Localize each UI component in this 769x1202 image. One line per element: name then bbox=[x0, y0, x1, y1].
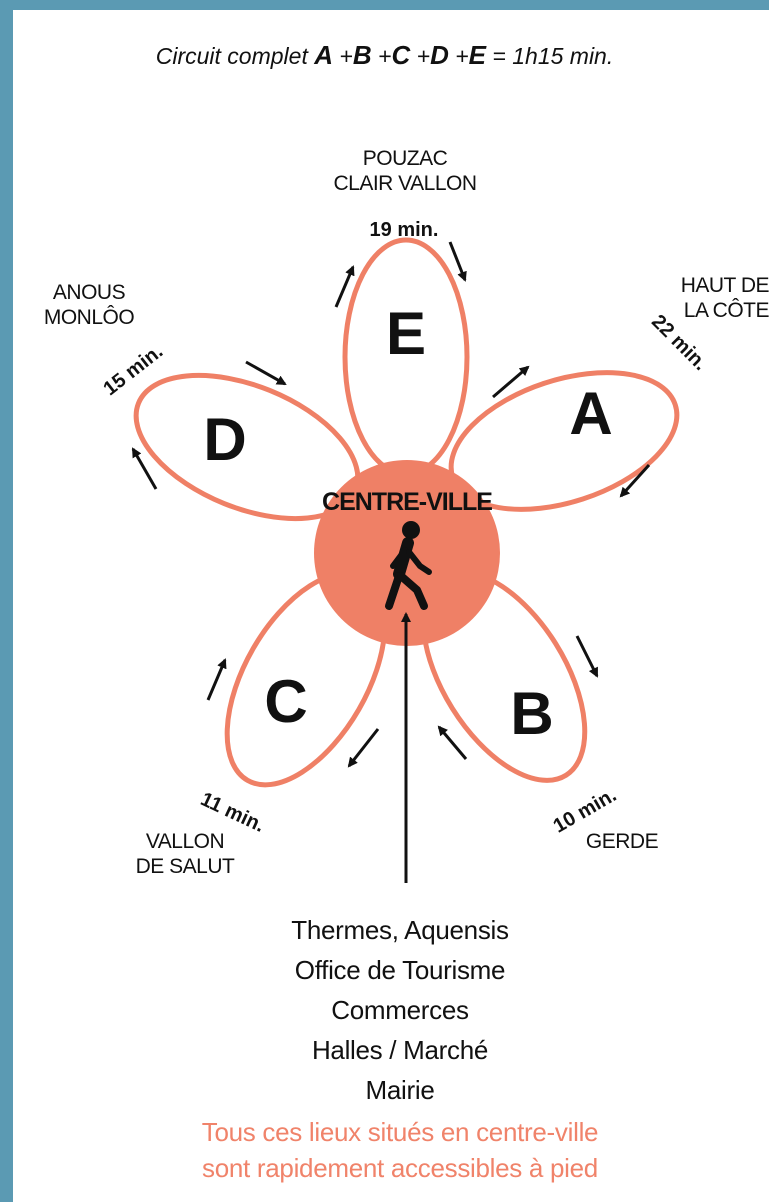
place-b-line-1: GERDE bbox=[585, 830, 659, 853]
place-c-line-1: VALLON bbox=[145, 830, 225, 853]
title-equals: = bbox=[492, 43, 506, 69]
place-d: ANOUS MONLÔO bbox=[24, 280, 154, 330]
destination-halles: Halles / Marché bbox=[311, 1035, 489, 1065]
arrow-a-in bbox=[619, 463, 651, 498]
petal-letter-e: E bbox=[386, 300, 426, 367]
walking-person-icon bbox=[385, 521, 432, 610]
petal-letter-b: B bbox=[510, 680, 553, 747]
destination-commerces: Commerces bbox=[331, 995, 469, 1025]
time-d: 15 min. bbox=[99, 340, 167, 400]
place-e-line-2: CLAIR VALLON bbox=[333, 172, 478, 195]
arrow-e-up bbox=[334, 265, 355, 308]
destination-thermes: Thermes, Aquensis bbox=[291, 915, 509, 945]
place-e-line-1: POUZAC bbox=[362, 147, 448, 170]
note-line-2: sont rapidement accessibles à pied bbox=[202, 1153, 598, 1183]
center-label: CENTRE-VILLE bbox=[322, 488, 492, 516]
title-letter-e: E bbox=[468, 40, 487, 70]
place-c: VALLON DE SALUT bbox=[120, 829, 250, 879]
arrow-b-out bbox=[575, 635, 599, 678]
title-letter-d: D bbox=[430, 40, 449, 70]
destination-office-tourisme: Office de Tourisme bbox=[294, 955, 506, 985]
place-d-line-1: ANOUS bbox=[52, 281, 126, 304]
arrow-c-out bbox=[347, 728, 380, 768]
arrow-e-down bbox=[448, 241, 467, 282]
title-prefix: Circuit complet bbox=[155, 43, 308, 69]
place-e: POUZAC CLAIR VALLON bbox=[305, 146, 505, 196]
petal-letter-d: D bbox=[203, 406, 246, 473]
circuit-title: Circuit complet A +B +C +D +E = 1h15 min… bbox=[155, 40, 614, 70]
title-letter-a: A bbox=[314, 40, 334, 70]
top-border bbox=[0, 0, 769, 10]
destinations-list: Thermes, Aquensis Office de Tourisme Com… bbox=[150, 910, 650, 1186]
title-letter-c: C bbox=[391, 40, 411, 70]
arrow-b-in bbox=[437, 725, 468, 760]
place-d-line-2: MONLÔO bbox=[43, 306, 135, 329]
place-a-line-1: HAUT DE bbox=[680, 274, 769, 297]
place-a: HAUT DE LA CÔTE bbox=[660, 273, 769, 323]
arrow-d-out bbox=[131, 447, 158, 490]
title-total-time: 1h15 min. bbox=[512, 43, 614, 69]
petal-letter-a: A bbox=[569, 380, 612, 447]
arrow-a-out bbox=[492, 365, 530, 399]
time-e: 19 min. bbox=[370, 219, 439, 241]
left-border bbox=[0, 0, 13, 1202]
place-a-line-2: LA CÔTE bbox=[683, 299, 769, 322]
note-line-1: Tous ces lieux situés en centre-ville bbox=[201, 1117, 599, 1147]
arrow-c-in bbox=[206, 658, 227, 701]
place-b: GERDE bbox=[572, 829, 672, 854]
arrow-d-in bbox=[245, 360, 287, 386]
place-c-line-2: DE SALUT bbox=[135, 855, 235, 878]
petal-letter-c: C bbox=[264, 668, 307, 735]
destination-mairie: Mairie bbox=[365, 1075, 435, 1105]
title-letter-b: B bbox=[352, 40, 372, 70]
